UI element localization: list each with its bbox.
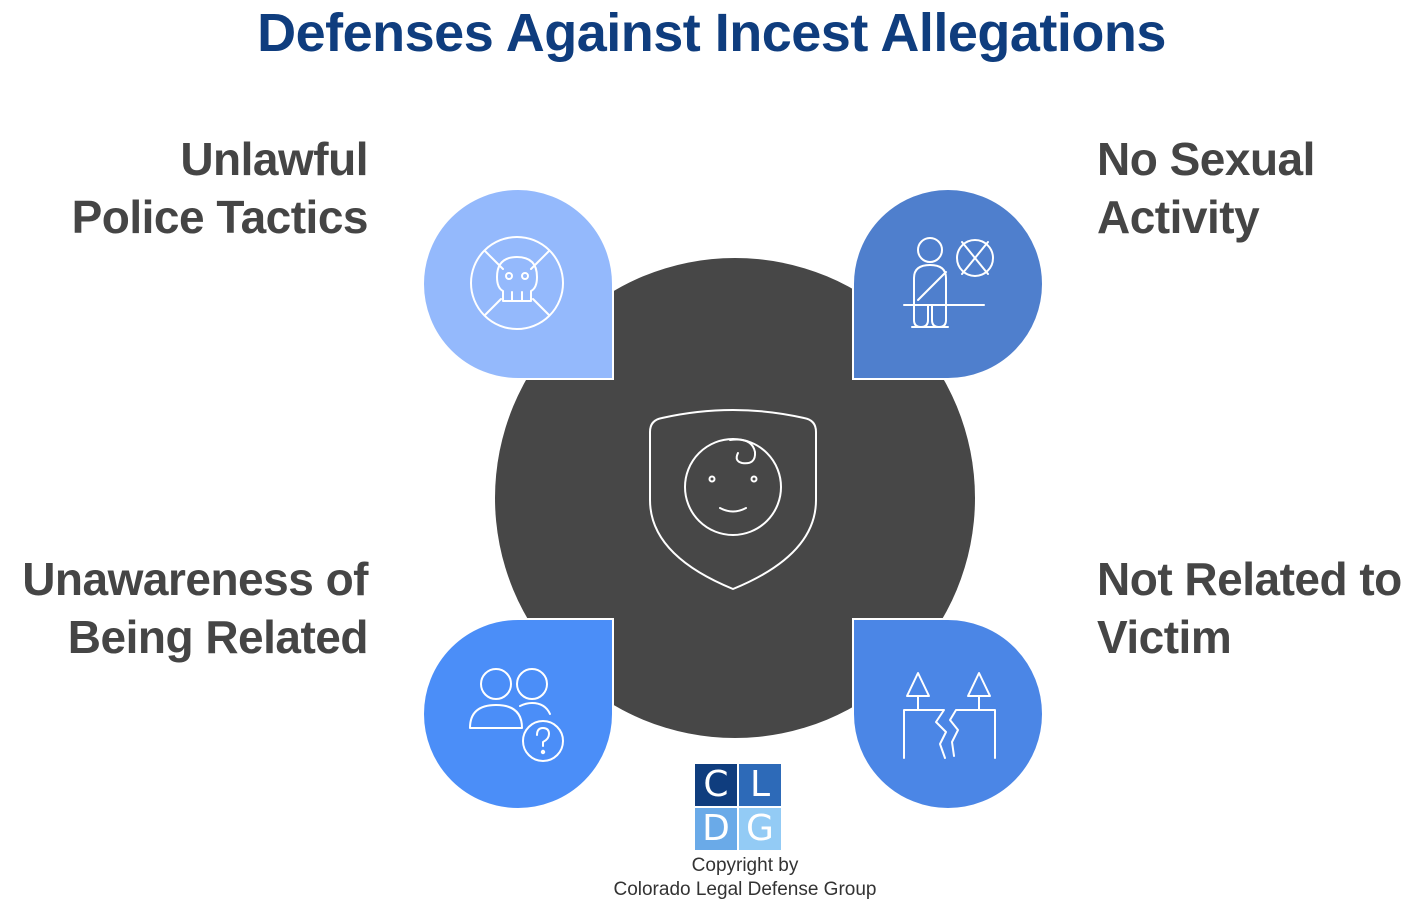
logo-cell-c: C (695, 764, 737, 806)
defense-label-no-sexual-activity: No Sexual Activity (1097, 133, 1315, 243)
logo-cell-g: G (739, 808, 781, 850)
defense-label-unawareness-of-being-related: Unawareness of Being Related (22, 553, 368, 663)
petal-not-related-to-victim (852, 618, 1044, 810)
child-shield-icon (649, 409, 817, 590)
copyright-notice: Copyright by Colorado Legal Defense Grou… (613, 855, 877, 900)
banned-skull-icon (470, 236, 564, 330)
defense-label-unlawful-police-tactics: Unlawful Police Tactics (71, 133, 369, 243)
people-question-icon (469, 668, 564, 762)
logo-cell-d: D (695, 808, 737, 850)
petal-no-sexual-activity (852, 188, 1044, 380)
petal-unlawful-police-tactics (422, 188, 614, 380)
cldg-logo: C L D G (695, 764, 783, 852)
seated-person-no-contact-icon (903, 237, 994, 328)
broken-family-tree-icon (903, 672, 996, 759)
page-title: Defenses Against Incest Allegations (257, 3, 1166, 63)
logo-cell-l: L (739, 764, 781, 806)
defense-label-not-related-to-victim: Not Related to Victim (1097, 553, 1402, 663)
